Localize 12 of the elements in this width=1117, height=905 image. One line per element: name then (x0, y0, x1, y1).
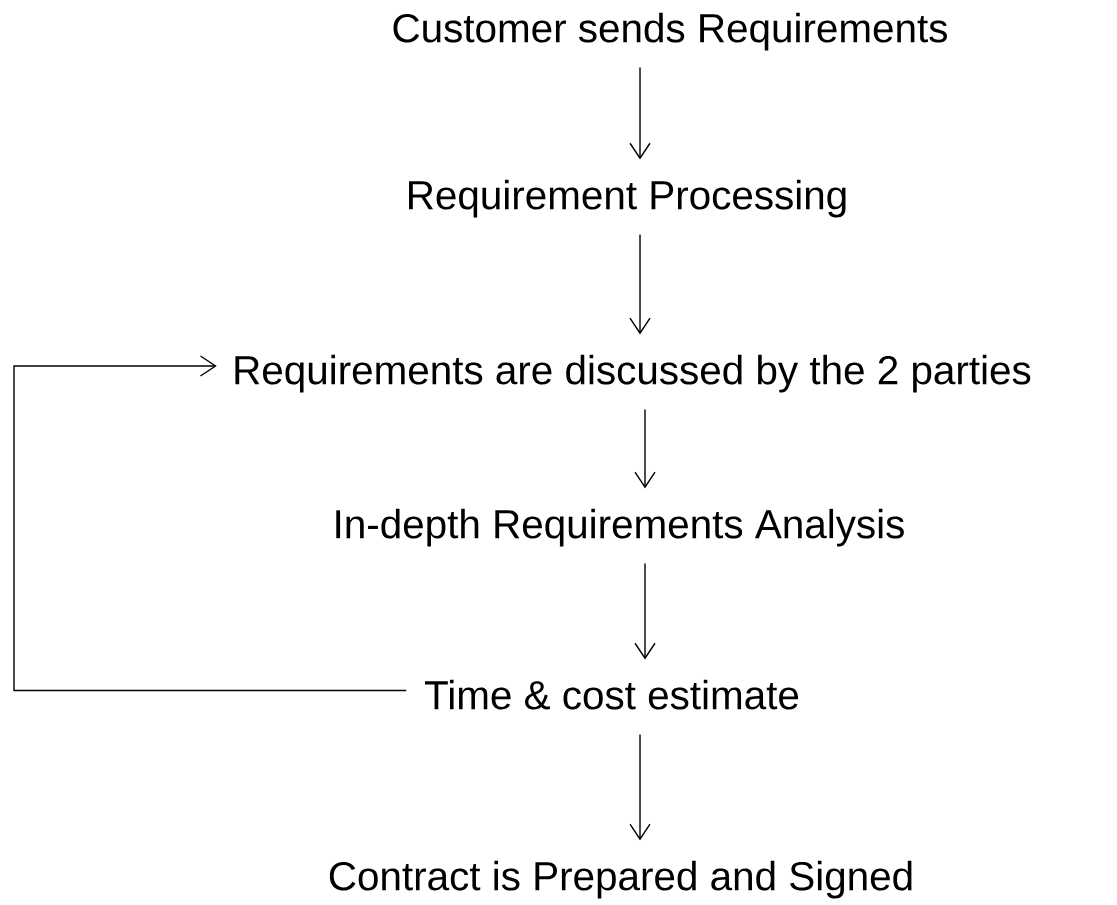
step-text: Requirement Processing (409, 179, 846, 218)
arrow (634, 562, 656, 660)
arrow (13, 355, 407, 692)
arrow (634, 408, 656, 489)
arrow (629, 233, 651, 335)
arrow (629, 66, 651, 160)
arrow (629, 733, 651, 841)
step-text: Requirements are discussed by the 2 parties (235, 354, 1031, 393)
step-text: In-depth Requirements Analysis (336, 508, 904, 547)
step-text: Customer sends Requirements (393, 12, 947, 51)
step-text: Time & cost estimate (425, 679, 799, 710)
step-text: Contract is Prepared and Signed (329, 860, 912, 899)
